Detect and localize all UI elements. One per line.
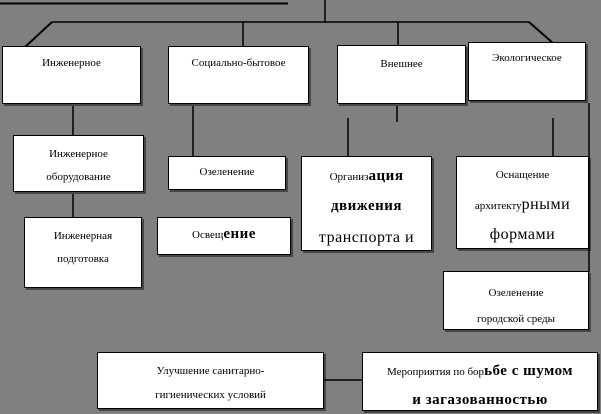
node-landscaping-label: Озеленение — [199, 166, 255, 178]
node-traffic-line3: транспорта и — [318, 229, 415, 246]
node-engineering-preparation: Инженерная подготовка — [24, 217, 142, 288]
node-external-label: Внешнее — [380, 58, 423, 70]
node-traffic-organization: Организация движения транспорта и — [301, 156, 432, 251]
node-engineering-equipment-line2: оборудование — [46, 171, 111, 183]
node-sanitary-improvement: Улучшение санитарно- гигиенических услов… — [97, 352, 324, 409]
node-engineering-preparation-line1: Инженерная — [53, 230, 113, 242]
node-engineering-label: Инженерное — [42, 57, 101, 69]
node-traffic-line2: движения — [330, 198, 403, 214]
node-social-label: Социально-бытовое — [191, 57, 286, 69]
node-sanitary-line1: Улучшение санитарно- — [156, 365, 265, 377]
node-engineering: Инженерное — [2, 46, 141, 104]
node-traffic-line1-small: Организ — [329, 171, 369, 183]
node-lighting: Освещение — [157, 217, 291, 255]
node-ecological-label: Экологическое — [492, 52, 562, 64]
node-architectural-line3: формами — [489, 226, 556, 243]
node-lighting-part-small: Освещ — [192, 229, 224, 241]
node-sanitary-line2: гигиенических условий — [155, 389, 266, 401]
node-architectural-forms: Оснащение архитектурными формами — [456, 156, 589, 249]
node-engineering-equipment: Инженерное оборудование — [13, 135, 144, 192]
node-lighting-part-large: ение — [223, 226, 256, 242]
node-traffic-line1: Организация — [302, 160, 431, 191]
connector-diagonal-left — [24, 21, 53, 48]
node-architectural-line1: Оснащение — [495, 169, 550, 181]
node-urban-greening-line1: Озеленение — [488, 287, 544, 299]
node-urban-greening: Озеленение городской среды — [443, 271, 589, 330]
node-external: Внешнее — [337, 45, 466, 104]
node-architectural-line2-large: рными — [521, 196, 571, 213]
connector-diagonal-right — [528, 21, 555, 45]
node-noise-line1-small: Мероприятия по бор — [386, 366, 485, 378]
node-urban-greening-line2: городской среды — [477, 313, 555, 325]
node-ecological: Экологическое — [468, 42, 586, 101]
node-social: Социально-бытовое — [168, 46, 309, 104]
node-engineering-preparation-line2: подготовка — [57, 253, 109, 265]
node-noise-line1: Мероприятия по борьбе с шумом — [363, 357, 597, 386]
node-engineering-equipment-line1: Инженерное — [49, 148, 108, 160]
node-landscaping: Озеленение — [168, 156, 286, 190]
node-noise-line1-large: ьбе с шумом — [484, 363, 574, 379]
node-traffic-line1-large: ация — [368, 168, 404, 184]
node-noise-line2: и загазованностью — [412, 392, 548, 408]
node-noise-control: Мероприятия по борьбе с шумом и загазова… — [362, 352, 598, 411]
node-architectural-line2-small: архитекту — [474, 200, 522, 212]
node-architectural-line2: архитектурными — [457, 190, 588, 220]
